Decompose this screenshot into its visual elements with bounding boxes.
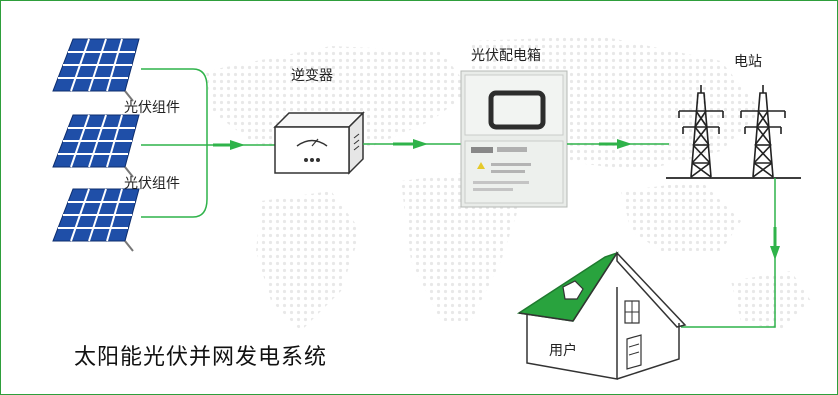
arrow-icon — [770, 246, 780, 260]
diagram-title: 太阳能光伏并网发电系统 — [74, 345, 328, 370]
arrow-icon — [617, 139, 632, 149]
inverter-icon — [273, 111, 365, 175]
arrow-icon — [413, 139, 428, 149]
solar-panel-icon — [52, 38, 140, 102]
panel-wiring — [141, 68, 276, 218]
arrow-icon — [230, 140, 245, 150]
transmission-tower-icon — [678, 85, 724, 178]
panel-label: 光伏组件 — [124, 176, 180, 192]
distribution-box-label: 光伏配电箱 — [471, 48, 541, 64]
station-label: 电站 — [734, 54, 762, 70]
panel-label: 光伏组件 — [124, 100, 180, 116]
house-icon — [516, 251, 687, 380]
inverter-label: 逆变器 — [291, 68, 333, 84]
user-label: 用户 — [549, 343, 577, 359]
solar-panel-icon — [52, 114, 140, 178]
solar-panel-icon — [52, 188, 140, 252]
transmission-tower-icon — [740, 85, 786, 178]
distribution-box-icon — [460, 70, 568, 208]
